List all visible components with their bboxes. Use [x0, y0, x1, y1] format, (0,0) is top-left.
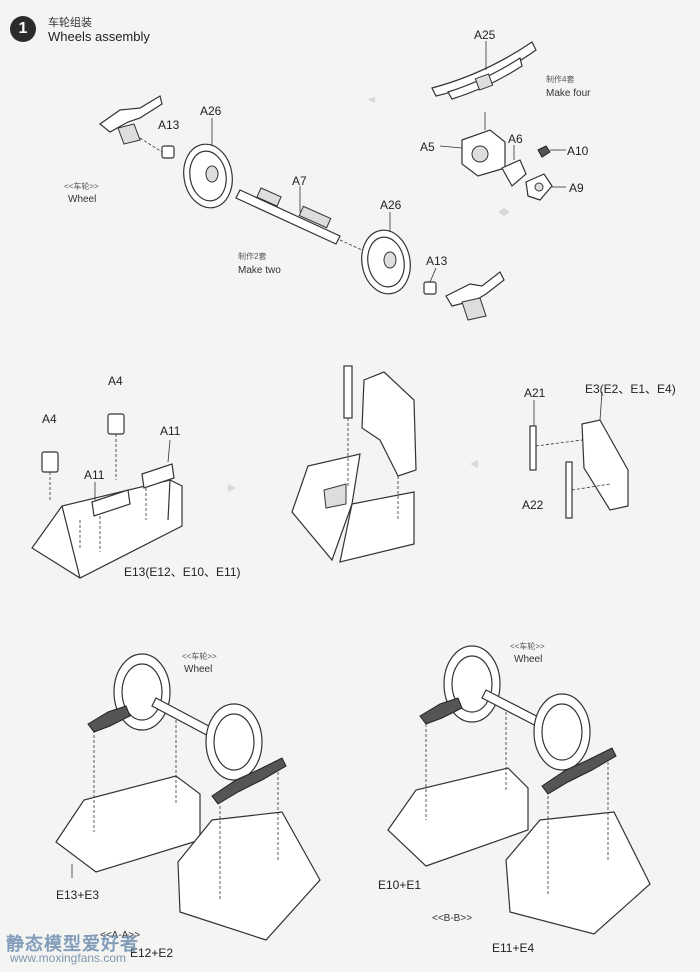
label-a11-left: A11	[84, 468, 105, 482]
label-wheel-zh-3: <<车轮>>	[510, 642, 545, 651]
label-a26-left: A26	[200, 104, 222, 118]
part-a10	[537, 145, 566, 158]
part-a9	[525, 173, 566, 201]
label-wheel-zh-2: <<车轮>>	[182, 652, 217, 661]
label-make-four-en: Make four	[546, 88, 591, 99]
label-make-two-en: Make two	[238, 265, 281, 276]
bottom-left-assembly	[55, 653, 321, 941]
axle-a7	[235, 186, 363, 251]
label-e12-e2: E12+E2	[130, 946, 174, 960]
right-axle-guard-a13	[423, 267, 505, 321]
label-e11-e4: E11+E4	[492, 941, 535, 955]
part-a6	[501, 145, 527, 187]
axle-box-a5	[439, 112, 506, 177]
label-e13-e3: E13+E3	[56, 888, 100, 902]
label-wheel-en-2: Wheel	[184, 664, 213, 675]
left-axle-guard-a13	[98, 95, 175, 159]
label-a10: A10	[567, 144, 589, 158]
small-part-marker	[498, 208, 510, 216]
label-wheel-en-1: Wheel	[68, 194, 97, 205]
direction-arrow	[228, 484, 236, 492]
label-a11-right: A11	[160, 424, 181, 438]
bogie-frame-e13	[31, 413, 183, 579]
direction-arrow	[367, 97, 375, 103]
label-a13-right: A13	[426, 254, 448, 268]
label-section-b: <<B-B>>	[432, 913, 473, 924]
direction-arrow	[470, 460, 478, 468]
step-title-en: Wheels assembly	[48, 29, 150, 44]
label-section-a: <<A-A>>	[100, 930, 141, 941]
label-a9: A9	[569, 181, 584, 195]
label-a21: A21	[524, 386, 546, 400]
assembled-frame-center	[291, 365, 417, 563]
label-e3-group: E3(E2、E1、E4)	[585, 382, 676, 396]
label-a13-left: A13	[158, 118, 180, 132]
watermark-text: 静态模型爱好者	[6, 934, 139, 954]
side-plate-e3	[529, 391, 629, 519]
label-wheel-en-3: Wheel	[514, 654, 543, 665]
label-make-four-zh: 制作4套	[546, 75, 575, 84]
label-a22: A22	[522, 498, 544, 512]
label-e13-group: E13(E12、E10、E11)	[124, 565, 241, 579]
left-wheel-a26	[183, 118, 233, 209]
label-wheel-zh-1: <<车轮>>	[64, 182, 99, 191]
right-wheel-a26	[361, 212, 411, 295]
label-a4-top: A4	[108, 374, 123, 388]
step-title-zh: 车轮组装	[48, 17, 92, 29]
label-a4-left: A4	[42, 412, 57, 426]
label-a25: A25	[474, 28, 496, 42]
watermark-url: www.moxingfans.com	[10, 951, 127, 965]
label-a26-right: A26	[380, 198, 402, 212]
label-make-two-zh: 制作2套	[238, 252, 267, 261]
label-a5: A5	[420, 140, 435, 154]
label-a7: A7	[292, 174, 307, 188]
label-e10-e1: E10+E1	[378, 878, 422, 892]
label-a6: A6	[508, 132, 523, 146]
bottom-right-assembly	[387, 645, 651, 935]
step-number-badge: 1	[10, 16, 36, 42]
leaf-spring-a25	[431, 41, 537, 100]
